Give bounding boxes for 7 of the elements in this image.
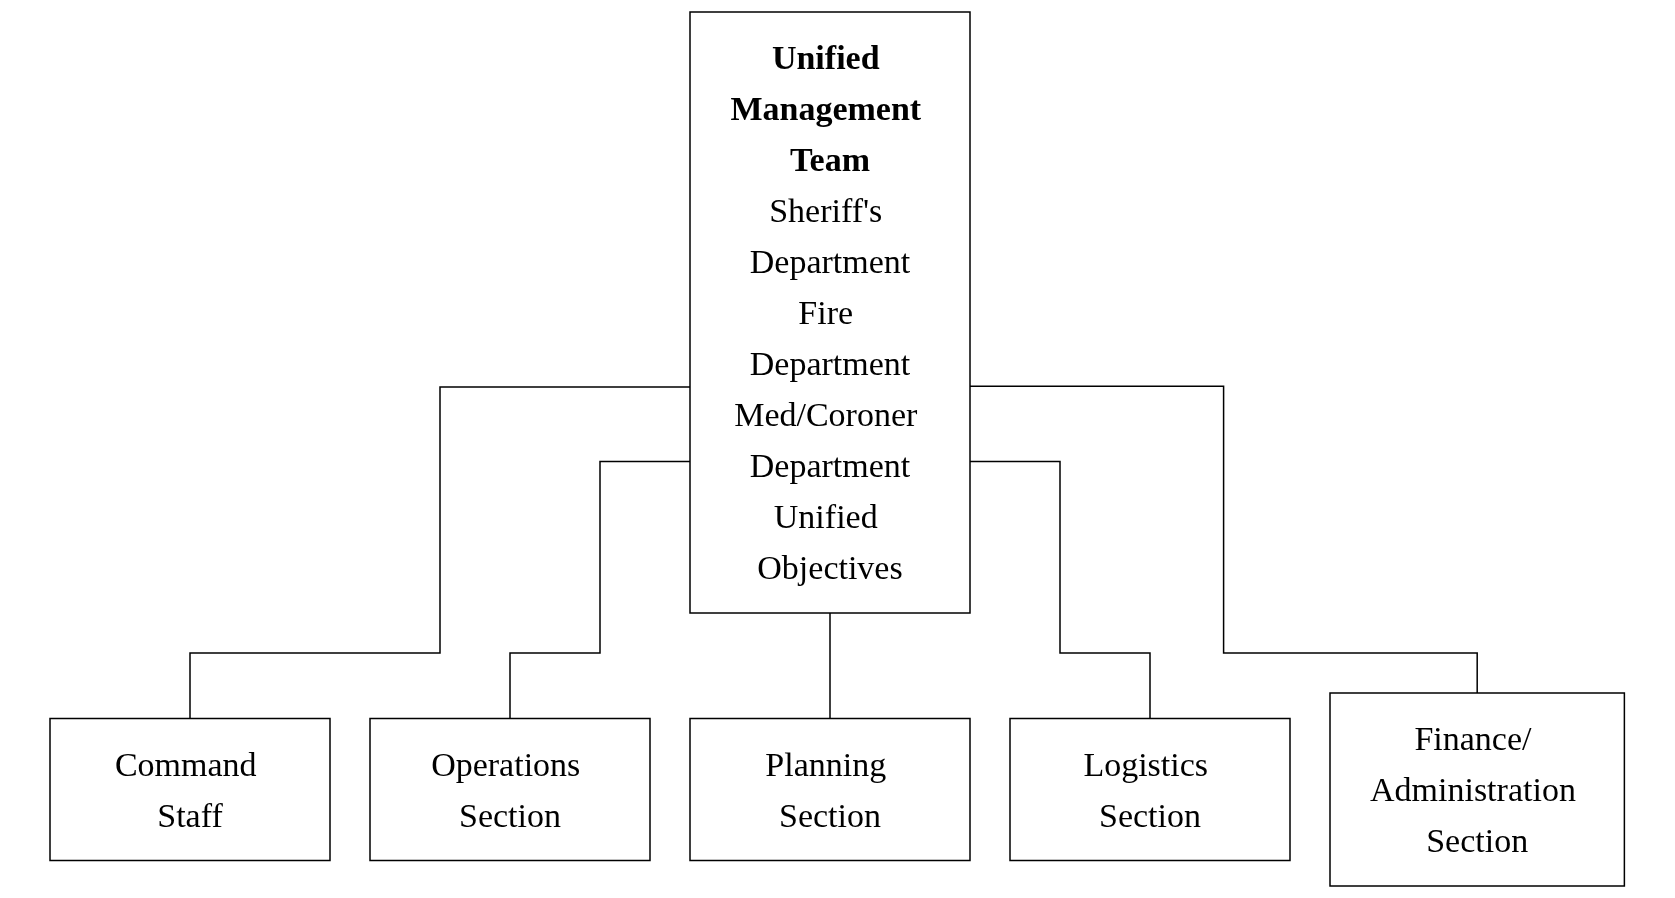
node-box: Operations Section xyxy=(369,717,652,862)
node-box: Planning Section xyxy=(689,717,972,862)
node-box: Finance/ Administration Section xyxy=(1329,692,1626,887)
node-box: Unified Management Team Sheriff's Department Fire Department Med/Coroner Department Unified Objectives xyxy=(689,11,972,614)
connector xyxy=(829,612,832,720)
node-box: Logistics Section xyxy=(1009,717,1292,862)
node-box: Command Staff xyxy=(49,717,332,862)
